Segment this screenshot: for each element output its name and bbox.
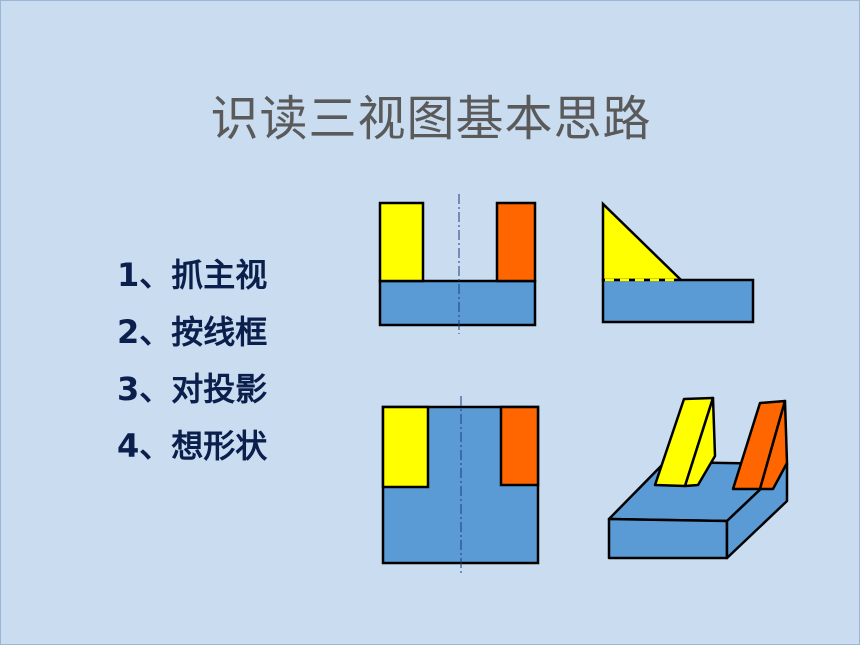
top-view-left-block — [381, 405, 430, 489]
front-view-right-block — [495, 201, 537, 283]
step-item-2: 2、按线框 — [117, 313, 268, 351]
step-item-3: 3、对投影 — [117, 370, 268, 408]
slide-title: 识读三视图基本思路 — [210, 91, 652, 147]
front-view-base — [378, 279, 537, 327]
steps-list: 1、抓主视 2、按线框 3、对投影 4、想形状 — [117, 247, 267, 475]
iso-yellow-wedge-side — [683, 396, 717, 488]
top-view-right-block — [499, 405, 540, 487]
iso-orange-wedge-side — [758, 399, 789, 491]
iso-base-front — [607, 517, 729, 560]
front-view-left-block — [378, 201, 425, 283]
side-view-base — [601, 278, 755, 324]
step-item-4: 4、想形状 — [117, 427, 268, 465]
step-item-1: 1、抓主视 — [117, 256, 268, 294]
